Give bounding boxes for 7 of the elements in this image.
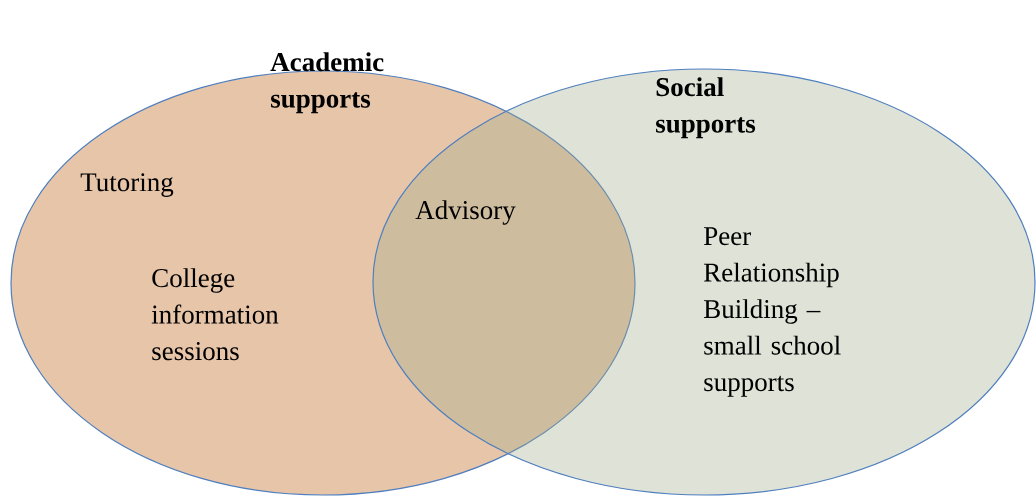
venn-circle	[10, 70, 636, 496]
item-text: Peer Relationship Building – small school supports	[704, 227, 841, 397]
item-text: College information sessions	[151, 268, 279, 361]
item-text: Tutoring	[80, 173, 174, 197]
heading: Academic supports	[270, 52, 384, 114]
overlap-text: Advisory	[415, 200, 516, 225]
heading: Social supports	[656, 77, 756, 139]
